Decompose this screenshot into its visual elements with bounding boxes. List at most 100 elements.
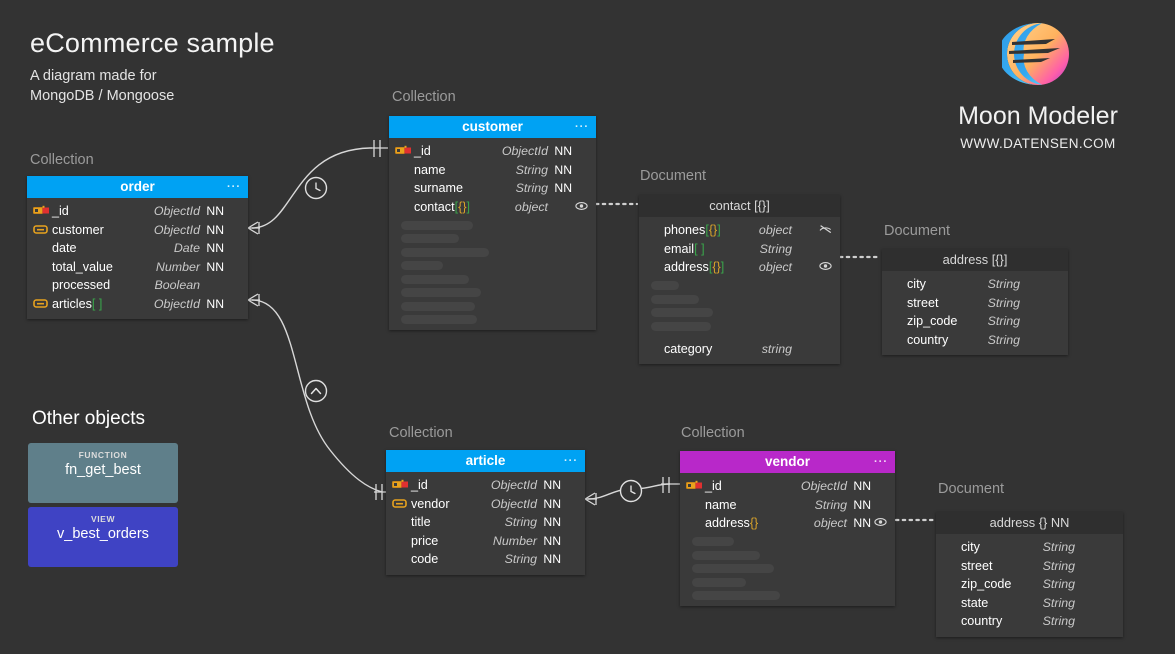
other-object-fn_get_best[interactable]: FUNCTION fn_get_best [28,443,178,503]
entity-header[interactable]: customer··· [389,116,596,138]
entity-menu-icon[interactable]: ··· [874,456,888,468]
field-name: address[{}] [664,260,725,275]
field-icon-none [33,261,52,273]
field-icon-none [395,164,414,176]
caption-document-contact: Document [640,168,707,184]
field-type: Number [155,259,200,274]
field-type: String [515,181,548,196]
field-type: ObjectId [153,204,200,219]
entity-customer[interactable]: customer··· _id ObjectId NN name String … [389,116,596,330]
entity-menu-icon[interactable]: ··· [575,121,589,133]
field-not-null: NN [206,259,224,274]
entity-contact[interactable]: contact [{}] phones[{}] object NN email[… [639,195,840,364]
field-row[interactable]: address[{}] object NN [639,258,840,277]
field-icon-none [888,315,907,327]
badge-article-vendor [619,479,643,503]
entity-header[interactable]: vendor··· [680,451,895,473]
field-row[interactable]: price Number NN [386,532,585,551]
field-row[interactable]: name String NN [389,161,596,180]
field-not-null: NN [543,533,561,548]
entity-header[interactable]: order··· [27,176,248,198]
field-name: address{} [705,516,759,531]
field-type: String [759,241,792,256]
field-row[interactable]: category string NN [639,340,840,359]
field-not-null: NN [853,516,871,531]
field-icon-none [392,516,411,528]
field-name: _id [52,204,69,219]
field-not-null: NN [543,478,561,493]
field-not-null: NN [543,496,561,511]
field-name: category [664,341,713,356]
entity-header[interactable]: address {} NN [936,512,1123,534]
field-row[interactable]: vendor ObjectId NN [386,495,585,514]
subtitle-line-1: A diagram made for [30,68,157,85]
field-type: String [1042,558,1075,573]
entity-header[interactable]: article··· [386,450,585,472]
field-name: email[ ] [664,241,705,256]
badge-order-customer [304,176,328,200]
field-name: title [411,515,431,530]
field-type: String [987,332,1020,347]
field-name: _id [414,144,431,159]
caption-document-address-contact: Document [884,223,951,239]
field-row[interactable]: _id ObjectId NN [27,202,248,221]
field-row[interactable]: title String NN [386,513,585,532]
field-name: country [907,332,949,347]
field-row[interactable]: date Date NN [27,239,248,258]
entity-vendor[interactable]: vendor··· _id ObjectId NN name String NN… [680,451,895,606]
field-row[interactable]: surname String NN [389,179,596,198]
other-object-kind: VIEW [90,514,116,524]
field-row[interactable]: phones[{}] object NN [639,221,840,240]
eye-hidden-icon[interactable] [816,223,832,237]
field-row[interactable]: country String NN [882,331,1068,350]
field-placeholder [401,261,443,270]
entity-address-vendor[interactable]: address {} NN city String NN street Stri… [936,512,1123,637]
eye-visible-icon[interactable] [871,516,887,530]
field-name: zip_code [961,577,1012,592]
field-row[interactable]: state String NN [936,594,1123,613]
field-row[interactable]: code String NN [386,550,585,569]
field-placeholder [692,537,734,546]
field-row[interactable]: _id ObjectId NN [389,142,596,161]
entity-article[interactable]: article··· _id ObjectId NN vendor Object… [386,450,585,575]
entity-order[interactable]: order··· _id ObjectId NN customer Object… [27,176,248,319]
entity-header[interactable]: address [{}] [882,249,1068,271]
entity-menu-icon[interactable]: ··· [227,181,241,193]
field-row[interactable]: customer ObjectId NN [27,221,248,240]
field-row[interactable]: _id ObjectId NN [386,476,585,495]
other-object-name: fn_get_best [65,462,141,478]
entity-address-contact[interactable]: address [{}] city String NN street Strin… [882,249,1068,355]
field-type: String [814,497,847,512]
field-row[interactable]: country String NN [936,612,1123,631]
eye-visible-icon[interactable] [816,260,832,274]
field-row[interactable]: email[ ] String NN [639,240,840,259]
field-row[interactable]: city String NN [936,538,1123,557]
field-row[interactable]: contact[{}] object NN [389,198,596,217]
field-row[interactable]: address{} object NN [680,514,895,533]
field-row[interactable]: street String NN [882,294,1068,313]
moon-modeler-logo-icon [998,18,1074,90]
field-icon-none [686,499,705,511]
field-type: string [761,341,792,356]
eye-visible-icon[interactable] [572,200,588,214]
field-row[interactable]: total_value Number NN [27,258,248,277]
field-row[interactable]: _id ObjectId NN [680,477,895,496]
field-icon-none [888,278,907,290]
entity-header[interactable]: contact [{}] [639,195,840,217]
field-type: String [1042,540,1075,555]
entity-menu-icon[interactable]: ··· [564,455,578,467]
field-row[interactable]: zip_code String NN [936,575,1123,594]
field-row[interactable]: city String NN [882,275,1068,294]
field-placeholder [692,591,780,600]
field-name: city [907,277,926,292]
field-row[interactable]: articles[ ] ObjectId NN [27,295,248,314]
field-name: country [961,614,1003,629]
field-row[interactable]: street String NN [936,557,1123,576]
caption-document-address-vendor: Document [938,481,1005,497]
field-row[interactable]: zip_code String NN [882,312,1068,331]
field-icon-none [686,517,705,529]
field-row[interactable]: name String NN [680,496,895,515]
field-name: street [907,295,939,310]
field-row[interactable]: processed Boolean NN [27,276,248,295]
other-object-v_best_orders[interactable]: VIEW v_best_orders [28,507,178,567]
